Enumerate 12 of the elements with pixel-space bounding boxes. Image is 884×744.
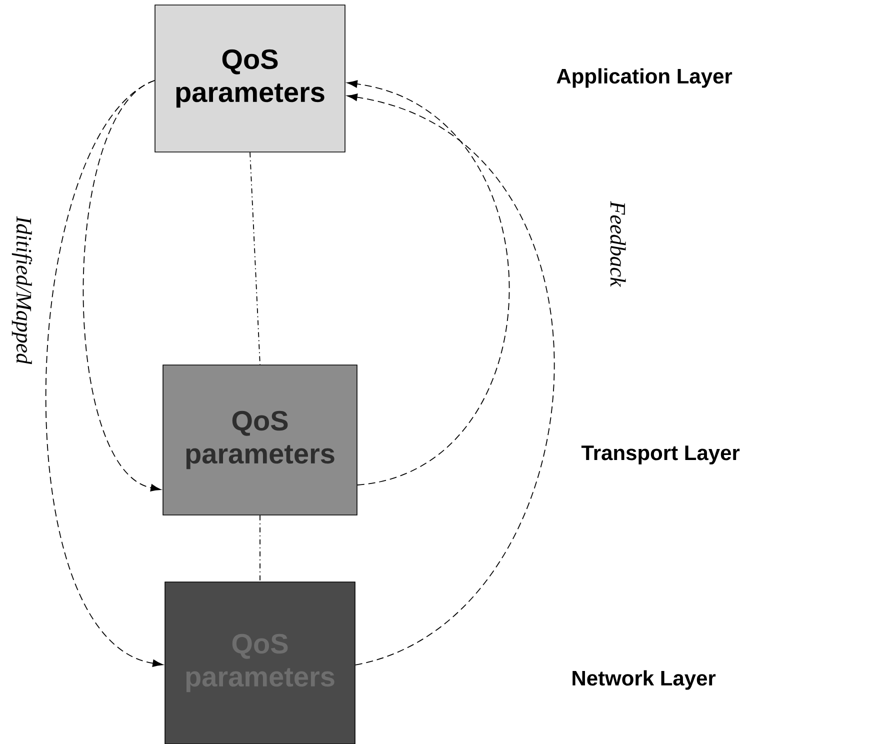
arrow — [347, 94, 554, 666]
connector-line — [250, 152, 260, 366]
arrow — [82, 80, 162, 492]
arrow — [46, 80, 163, 667]
layer-label: Transport Layer — [581, 446, 740, 464]
layer-label: Application Layer — [556, 68, 732, 88]
arrow — [347, 80, 510, 486]
qos-box: QoS parameters — [162, 364, 358, 516]
rotated-label: Feedback — [610, 201, 626, 288]
rotated-label: Iditified/Mapped — [12, 216, 32, 364]
layer-label: Network Layer — [572, 670, 716, 690]
qos-box: QoS parameters — [154, 4, 346, 152]
